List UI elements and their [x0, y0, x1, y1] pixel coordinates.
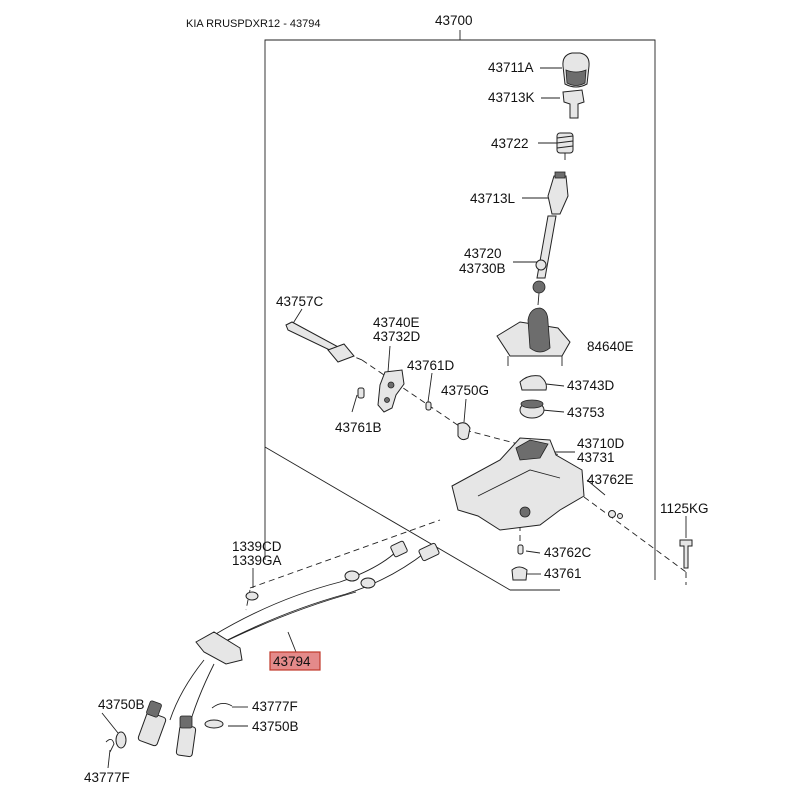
label-43750g: 43750G: [441, 383, 489, 398]
label-43750b-right: 43750B: [252, 719, 299, 734]
label-1339ga: 1339GA: [232, 553, 282, 568]
label-43777f-right: 43777F: [252, 699, 298, 714]
bushing: [519, 399, 545, 419]
label-43740e: 43740E: [373, 315, 420, 330]
clip-right-lower: [211, 703, 233, 709]
shift-lever: [532, 215, 557, 306]
washer-left: [115, 731, 127, 749]
washer-right: [608, 510, 623, 519]
label-43713l: 43713L: [470, 191, 516, 206]
diagram-header: KIA RRUSPDXR12 - 43794: [186, 18, 321, 30]
label-1339cd: 1339CD: [232, 539, 282, 554]
lever-bracket: [377, 369, 405, 413]
pin-mid: [425, 401, 432, 411]
label-43730b: 43730B: [459, 261, 506, 276]
clip-g: [457, 422, 471, 441]
label-43762e: 43762E: [587, 472, 634, 487]
label-43711a: 43711A: [488, 60, 534, 75]
highlight-box: [269, 651, 321, 671]
label-43757c: 43757C: [276, 294, 324, 309]
label-43720: 43720: [464, 246, 502, 261]
shifter-housing: [451, 437, 585, 531]
shift-cable: [137, 540, 440, 758]
cable-nut: [245, 591, 259, 601]
label-84640e: 84640E: [587, 339, 634, 354]
label-43762c: 43762C: [544, 545, 592, 560]
pin-bottom: [511, 566, 528, 581]
label-43753: 43753: [567, 405, 605, 420]
knob-bushing: [562, 89, 585, 119]
label-43750b-left: 43750B: [98, 697, 145, 712]
pin-left: [357, 387, 365, 399]
shift-boot: [496, 307, 571, 366]
washer-bottom: [517, 544, 524, 555]
assembly-boundary: [264, 30, 656, 591]
clip-left: [105, 739, 115, 753]
washer-right-lower: [204, 719, 224, 729]
label-43731: 43731: [577, 450, 615, 465]
retaining-clip: [327, 343, 355, 363]
label-43761d: 43761D: [407, 358, 455, 373]
label-1125kg: 1125KG: [660, 501, 709, 516]
label-43743d: 43743D: [567, 378, 615, 393]
label-43710d: 43710D: [577, 436, 625, 451]
label-43700: 43700: [435, 13, 473, 28]
label-43722: 43722: [491, 136, 529, 151]
bushing-ring: [519, 375, 547, 391]
label-43761: 43761: [544, 566, 582, 581]
label-43794: 43794: [273, 654, 311, 669]
mounting-bolt: [679, 539, 693, 569]
spring: [556, 132, 574, 160]
shift-knob: [562, 52, 590, 88]
lever-upper: [547, 171, 569, 215]
label-43761b: 43761B: [335, 420, 382, 435]
label-43713k: 43713K: [488, 90, 535, 105]
label-43732d: 43732D: [373, 329, 421, 344]
label-43777f-left: 43777F: [84, 770, 130, 785]
